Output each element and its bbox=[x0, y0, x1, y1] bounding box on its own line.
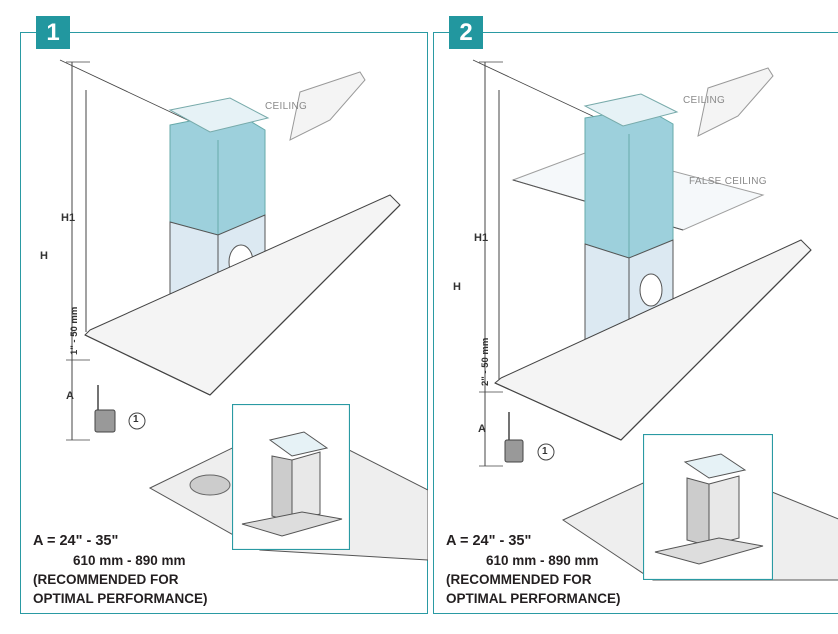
panel-1-h-label: H bbox=[40, 250, 48, 262]
panel-2-gap-label: 2" - 50 mm bbox=[480, 337, 491, 386]
panel-1-ref-number: 1 bbox=[133, 414, 139, 425]
panel-2-specification: A = 24" - 35" 610 mm - 890 mm (RECOMMEND… bbox=[446, 532, 621, 608]
panel-2-h-label: H bbox=[453, 281, 461, 293]
panel-1-gap-label: 1" - 50 mm bbox=[69, 306, 80, 355]
spec-line-1: A = 24" - 35" bbox=[446, 533, 532, 549]
spec-line-3: (RECOMMENDED FOR bbox=[33, 572, 179, 587]
panel-2-ceiling-label: CEILING bbox=[683, 95, 726, 106]
spec-line-1: A = 24" - 35" bbox=[33, 533, 119, 549]
panel-2-h1-label: H1 bbox=[474, 232, 489, 244]
panel-2-a-label: A bbox=[478, 423, 486, 435]
panel-1: 1 CEI bbox=[20, 0, 428, 614]
panel-2-number-badge: 2 bbox=[449, 16, 483, 49]
spec-line-2: 610 mm - 890 mm bbox=[486, 553, 599, 568]
spec-line-4: OPTIMAL PERFORMANCE) bbox=[446, 591, 621, 606]
spec-line-2: 610 mm - 890 mm bbox=[73, 553, 186, 568]
panel-2-false-ceiling-label: FALSE CEILING bbox=[689, 176, 767, 187]
panel-2: 2 CEILIN bbox=[433, 0, 838, 614]
panel-1-ceiling-label: CEILING bbox=[265, 101, 308, 112]
panel-1-h1-label: H1 bbox=[61, 212, 76, 224]
panel-2-ref-number: 1 bbox=[542, 446, 548, 457]
spec-line-4: OPTIMAL PERFORMANCE) bbox=[33, 591, 208, 606]
panel-1-detail-inset bbox=[232, 404, 350, 550]
panel-2-detail-inset bbox=[643, 434, 773, 580]
panel-1-number-badge: 1 bbox=[36, 16, 70, 49]
panel-2-installation-diagram bbox=[472, 59, 838, 581]
panel-1-specification: A = 24" - 35" 610 mm - 890 mm (RECOMMEND… bbox=[33, 532, 208, 608]
spec-line-3: (RECOMMENDED FOR bbox=[446, 572, 592, 587]
panel-1-installation-diagram bbox=[59, 59, 428, 561]
panel-1-a-label: A bbox=[66, 390, 74, 402]
